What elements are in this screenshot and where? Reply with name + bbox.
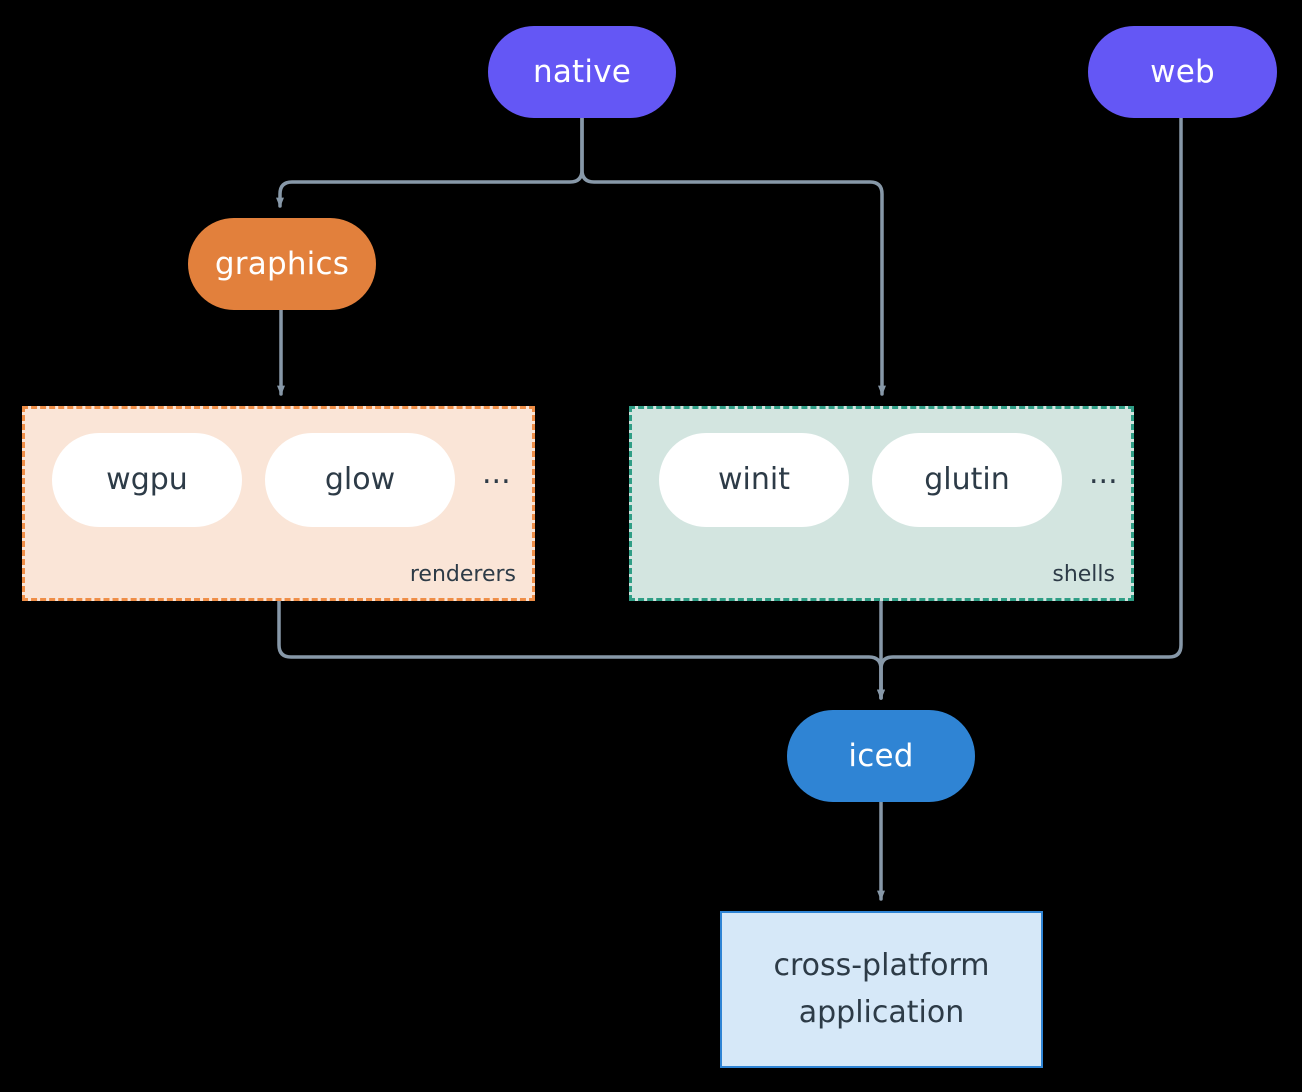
node-iced[interactable]: iced [787,710,975,802]
node-glutin[interactable]: glutin [872,433,1062,527]
shells-ellipsis: ... [1089,456,1118,491]
node-winit[interactable]: winit [659,433,849,527]
edge-native-to-shells [580,116,886,396]
node-graphics[interactable]: graphics [188,218,376,310]
renderers-ellipsis: ... [482,456,511,491]
group-renderers-label: renderers [409,562,516,587]
edge-web-to-iced [877,116,1183,700]
node-web-label: web [1150,53,1215,90]
node-glow[interactable]: glow [265,433,455,527]
group-renderers-items: wgpu glow ... [25,433,511,527]
node-iced-label: iced [848,737,914,774]
node-native[interactable]: native [488,26,676,118]
node-wgpu[interactable]: wgpu [52,433,242,527]
node-glow-label: glow [324,462,396,497]
group-renderers: wgpu glow ... renderers [22,406,535,601]
node-cross-platform-application[interactable]: cross-platform application [720,911,1043,1068]
edge-renderers-to-iced [277,599,885,700]
node-winit-label: winit [718,462,790,497]
group-shells-items: winit glutin ... [632,433,1118,527]
node-native-label: native [532,53,632,90]
group-shells-label: shells [1052,562,1115,587]
node-graphics-label: graphics [214,245,350,282]
application-label-line2: application [798,994,965,1030]
group-shells: winit glutin ... shells [629,406,1134,601]
edge-native-to-graphics [276,116,584,208]
node-web[interactable]: web [1088,26,1277,118]
node-glutin-label: glutin [924,462,1010,497]
application-label-line1: cross-platform [773,948,990,983]
node-wgpu-label: wgpu [106,462,188,497]
